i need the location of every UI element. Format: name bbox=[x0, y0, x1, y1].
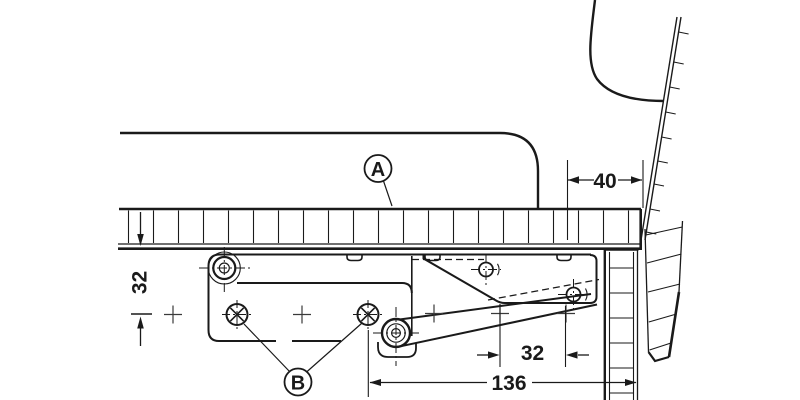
dimension-40-text: 40 bbox=[593, 170, 616, 193]
dimension-32-spacing-text: 32 bbox=[521, 342, 544, 365]
slanted-wall-section bbox=[640, 16, 689, 241]
screw-hole-right bbox=[353, 300, 383, 330]
fitting-lever-arm bbox=[373, 293, 598, 366]
screw-hole-left bbox=[222, 300, 252, 330]
main-pivot bbox=[199, 247, 250, 292]
tilted-flap-section bbox=[644, 220, 684, 363]
label-b-text: B bbox=[291, 373, 305, 395]
dimension-32-vertical: 32 bbox=[129, 212, 152, 346]
label-b: B bbox=[243, 323, 362, 397]
chipboard-grain-lines bbox=[127, 210, 630, 243]
dimension-40: 40 bbox=[566, 160, 644, 240]
closed-flap-section bbox=[603, 248, 639, 400]
label-a-text: A bbox=[371, 159, 385, 181]
fitting-bracket bbox=[412, 254, 600, 304]
dimension-136-text: 136 bbox=[491, 372, 526, 395]
pivot-point-2 bbox=[558, 279, 590, 311]
dimension-136: 136 bbox=[367, 330, 637, 397]
pivot-point-1 bbox=[471, 254, 501, 285]
dimension-32-spacing: 32 bbox=[477, 304, 589, 367]
fitting-mounting-plate bbox=[207, 253, 591, 342]
label-a: A bbox=[363, 154, 393, 207]
open-flap-outline bbox=[120, 0, 665, 208]
dimension-32-vertical-text: 32 bbox=[129, 271, 152, 294]
top-panel-a-section bbox=[118, 207, 642, 250]
